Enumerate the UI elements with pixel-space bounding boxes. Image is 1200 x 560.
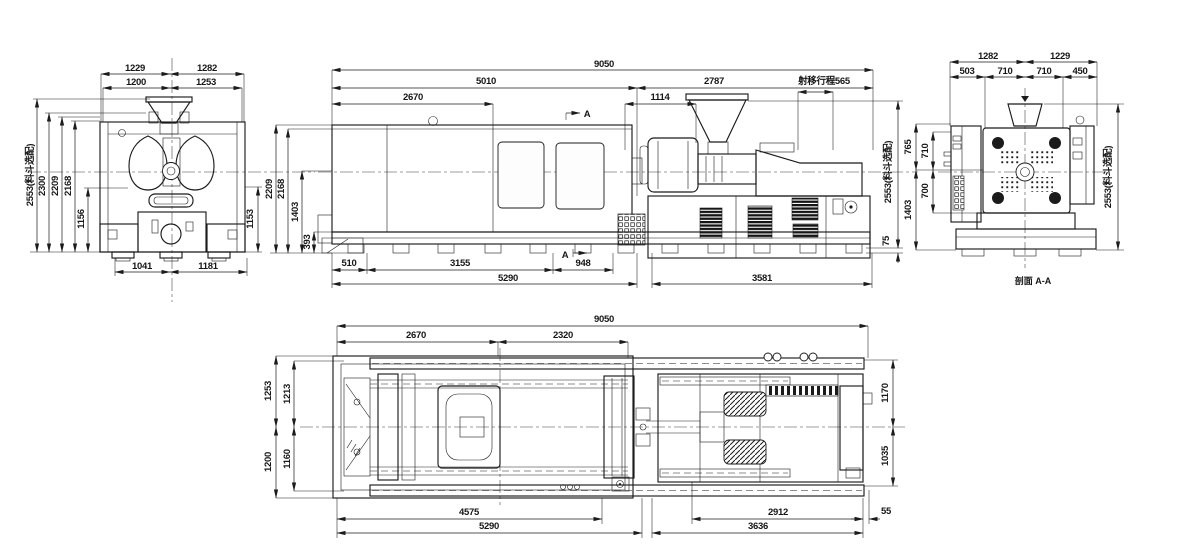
dim-section-765: 765 (903, 139, 914, 155)
front-dimensions: 1229 1282 1200 1253 2553(料斗选配) 2300 2209… (24, 63, 262, 276)
dim-plan-4575: 4575 (459, 507, 480, 518)
dim-plan-1035: 1035 (880, 445, 891, 466)
dim-plan-55: 55 (881, 506, 892, 517)
dim-side-510: 510 (342, 258, 357, 269)
dim-plan-1160: 1160 (282, 449, 293, 468)
machine-base (321, 231, 871, 254)
front-view: 1229 1282 1200 1253 2553(料斗选配) 2300 2209… (24, 58, 315, 302)
dim-side-injection-length: 2787 (704, 76, 724, 87)
dim-section-710-b: 710 (1037, 66, 1052, 77)
dim-front-height-2209: 2209 (50, 176, 61, 196)
section-cut-markers: A A (562, 109, 591, 261)
dim-front-height-1153: 1153 (245, 209, 256, 228)
dim-side-height-1403: 1403 (290, 202, 301, 222)
dim-side-1114: 1114 (651, 92, 671, 103)
heater-band-rack (765, 384, 839, 397)
plan-view: 9050 2670 2320 1253 1213 1200 1160 1170 … (263, 314, 905, 538)
dim-section-1282: 1282 (978, 51, 998, 62)
section-side-units (943, 115, 1095, 223)
plan-dimensions: 9050 2670 2320 1253 1213 1200 1160 1170 … (263, 314, 898, 538)
side-elevation-view: A A 9050 5010 2787 2670 1114 射移行程56 (264, 59, 918, 288)
dim-side-height-hopper: 2553(料斗选配) (882, 141, 894, 204)
dim-front-width-right-outer: 1282 (197, 63, 217, 74)
dim-front-width-left-outer: 1229 (125, 63, 145, 74)
dim-plan-1170: 1170 (880, 383, 891, 402)
dim-side-2670: 2670 (403, 92, 423, 103)
dim-section-1229: 1229 (1050, 51, 1070, 62)
front-hopper (145, 96, 193, 135)
dim-front-width-left-inner: 1200 (126, 77, 146, 88)
mould-hole-grid (1031, 177, 1053, 192)
dim-front-foot-right: 1181 (198, 261, 218, 272)
injection-unit (631, 93, 863, 197)
dim-section-710-left: 710 (920, 144, 931, 159)
dim-section-710-a: 710 (998, 66, 1013, 77)
drive-motor (723, 439, 767, 465)
section-marker-top: A (584, 109, 591, 120)
side-unit-detail (952, 175, 965, 211)
pump-unit (617, 213, 646, 246)
vent-grille (699, 207, 723, 239)
side-dimensions: 9050 5010 2787 2670 1114 射移行程565 2209 21… (264, 59, 903, 288)
dim-section-503: 503 (960, 66, 975, 77)
dim-plan-2912: 2912 (768, 507, 788, 518)
plan-clamp-unit (343, 373, 651, 492)
mould-hole-grid (1031, 151, 1053, 166)
dim-front-foot-left: 1041 (132, 261, 153, 272)
dim-plan-3636: 3636 (748, 521, 768, 532)
plan-bed (332, 355, 865, 499)
dim-side-overall-length: 9050 (594, 59, 614, 70)
dim-plan-1253: 1253 (263, 381, 274, 401)
section-aa-view: 1282 1229 503 710 710 450 765 710 700 14… (903, 51, 1124, 286)
dim-section-450: 450 (1073, 66, 1088, 77)
dim-front-height-2300: 2300 (37, 176, 48, 196)
platen (982, 96, 1071, 214)
plan-injection-unit (646, 352, 873, 483)
dim-front-width-right-inner: 1253 (196, 77, 216, 88)
dim-side-height-2168: 2168 (276, 179, 287, 199)
dim-section-700: 700 (920, 184, 931, 199)
dim-side-clamp-length: 5010 (476, 76, 496, 87)
dim-plan-1213: 1213 (282, 384, 293, 404)
dim-side-height-393: 393 (302, 235, 313, 250)
dim-side-948: 948 (576, 258, 591, 269)
vent-grille (747, 205, 773, 239)
dim-plan-2320: 2320 (553, 330, 573, 341)
dim-section-1403: 1403 (903, 200, 914, 220)
clamp-housing (317, 116, 633, 244)
dim-plan-overall-length: 9050 (594, 314, 614, 325)
dim-side-pad-75: 75 (881, 235, 892, 246)
section-marker-bottom: A (562, 250, 569, 261)
front-machine-feet (111, 251, 231, 262)
section-base (955, 212, 1097, 257)
dim-side-3155: 3155 (450, 258, 471, 269)
dim-side-height-2209: 2209 (264, 179, 275, 199)
foot-pads (347, 243, 863, 254)
dim-side-3581: 3581 (752, 273, 773, 284)
dim-section-height-hopper: 2553(料斗选配) (1102, 146, 1114, 209)
dim-front-height-hopper: 2553(料斗选配) (24, 144, 36, 207)
section-caption: 剖面 A-A (1015, 275, 1052, 286)
power-cabinet (617, 195, 871, 259)
dim-injection-stroke: 射移行程565 (797, 75, 851, 87)
mould-hole-grid (999, 177, 1021, 192)
vent-grille (792, 223, 819, 238)
dim-plan-2670: 2670 (406, 330, 426, 341)
vent-grille (791, 197, 819, 221)
drive-motor (723, 391, 767, 417)
front-machine-body (99, 121, 246, 253)
mould-hole-grid (999, 151, 1021, 166)
dim-front-height-2168: 2168 (63, 176, 74, 196)
dim-plan-5290: 5290 (479, 521, 499, 532)
dim-plan-1200: 1200 (263, 452, 274, 472)
dim-front-height-1156: 1156 (76, 209, 87, 228)
dim-side-5290: 5290 (498, 273, 518, 284)
section-dimensions: 1282 1229 503 710 710 450 765 710 700 14… (903, 51, 1124, 251)
